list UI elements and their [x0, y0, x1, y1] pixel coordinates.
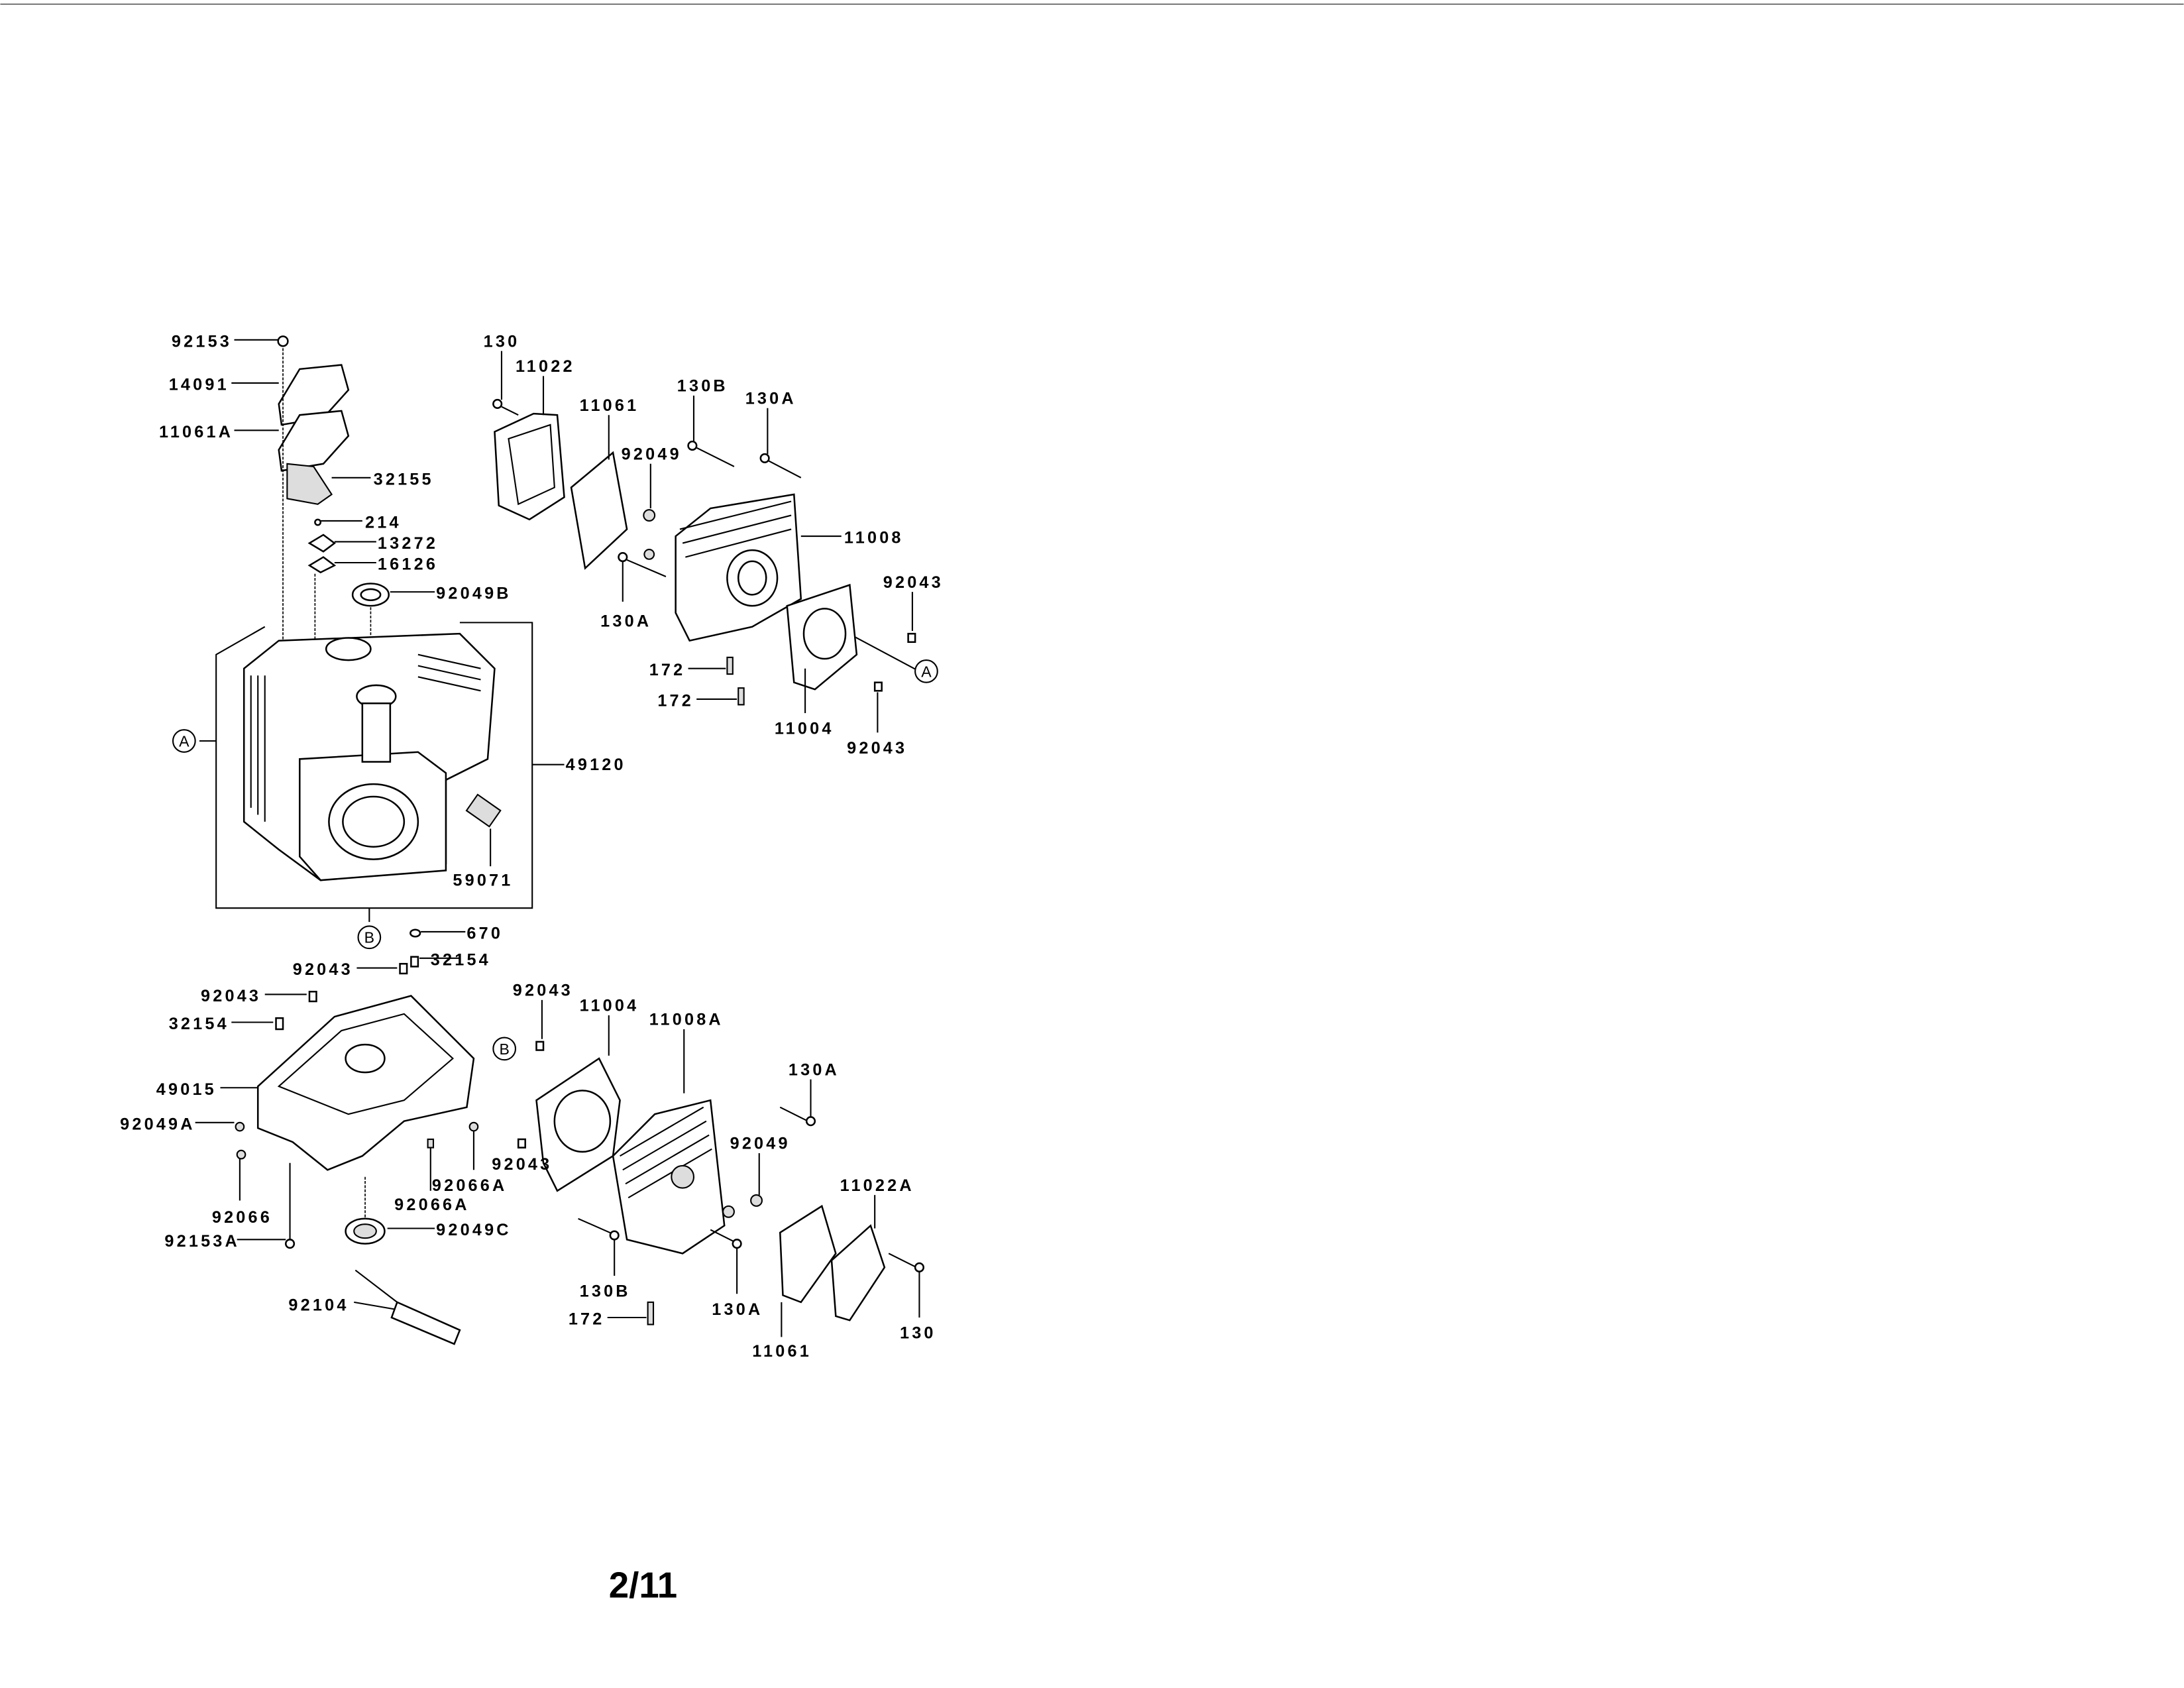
part-label: 92049	[622, 445, 682, 463]
cylinder-head-upper	[492, 398, 920, 706]
part-label: 130A	[712, 1300, 763, 1319]
part-label: 32155	[374, 470, 434, 488]
part-label: 214	[365, 513, 402, 532]
part-label: 92043	[293, 960, 353, 979]
breather-cover-group	[277, 335, 390, 655]
part-label: 130A	[745, 389, 796, 408]
part-label: 92043	[492, 1155, 552, 1174]
part-label: 11004	[580, 997, 639, 1015]
part-label: 172	[657, 691, 694, 710]
part-label: 92049	[730, 1135, 791, 1153]
part-label: 49015	[156, 1080, 217, 1099]
callout-b-right: B	[492, 1037, 517, 1061]
part-label: 92049C	[436, 1221, 512, 1239]
callout-b-text: B	[364, 929, 374, 946]
part-label: 670	[466, 924, 503, 942]
part-label: 92043	[513, 982, 573, 1000]
part-label: 32154	[169, 1015, 229, 1033]
callout-a-text: A	[921, 663, 932, 680]
part-label: 11061	[580, 396, 639, 415]
part-label: 11061	[752, 1342, 812, 1361]
part-label: 11004	[775, 719, 834, 738]
part-label: 49120	[566, 756, 626, 774]
part-label: 172	[569, 1310, 605, 1329]
callout-a-right: A	[914, 659, 938, 683]
callout-b-text: B	[499, 1041, 509, 1058]
part-label: 92153A	[164, 1232, 240, 1251]
part-label: 11022	[516, 357, 575, 376]
part-label: 92049A	[120, 1115, 195, 1133]
part-label: 92153	[172, 332, 232, 351]
part-label: 130B	[580, 1282, 631, 1300]
part-label: 92066A	[394, 1196, 470, 1214]
leader-lines	[195, 339, 920, 1337]
part-label: 130A	[789, 1060, 840, 1079]
part-label: 130A	[600, 612, 651, 631]
part-label: 130B	[677, 377, 728, 396]
part-label: 11022A	[840, 1176, 914, 1195]
part-label: 13272	[378, 534, 438, 553]
part-label: 59071	[453, 872, 513, 890]
part-label: 130	[900, 1324, 936, 1343]
part-label: 11008	[844, 529, 904, 547]
callout-a-text: A	[179, 732, 190, 750]
part-label: 130	[484, 332, 520, 351]
crankcase	[235, 990, 479, 1345]
cylinder-head-lower	[517, 1041, 924, 1325]
part-label: 92043	[883, 573, 944, 592]
part-label: 11061A	[159, 423, 233, 441]
part-label: 92043	[201, 987, 261, 1005]
part-label: 92066A	[432, 1176, 508, 1195]
part-label: 172	[649, 661, 686, 679]
cylinder-block	[199, 622, 565, 975]
part-label: 16126	[378, 555, 438, 574]
callout-a-left: A	[172, 729, 196, 753]
page-number: 2/11	[609, 1565, 677, 1605]
part-label: 92104	[288, 1296, 349, 1314]
part-labels: 921531409111061A32155214132721612692049B…	[120, 332, 944, 1361]
part-label: 92043	[847, 739, 907, 758]
part-label: 14091	[169, 375, 229, 394]
part-label: 11008A	[649, 1011, 724, 1029]
part-label: 32154	[431, 950, 491, 969]
part-label: 92066	[212, 1208, 272, 1227]
callout-b-left: B	[357, 925, 382, 950]
part-label: 92049B	[436, 585, 512, 603]
